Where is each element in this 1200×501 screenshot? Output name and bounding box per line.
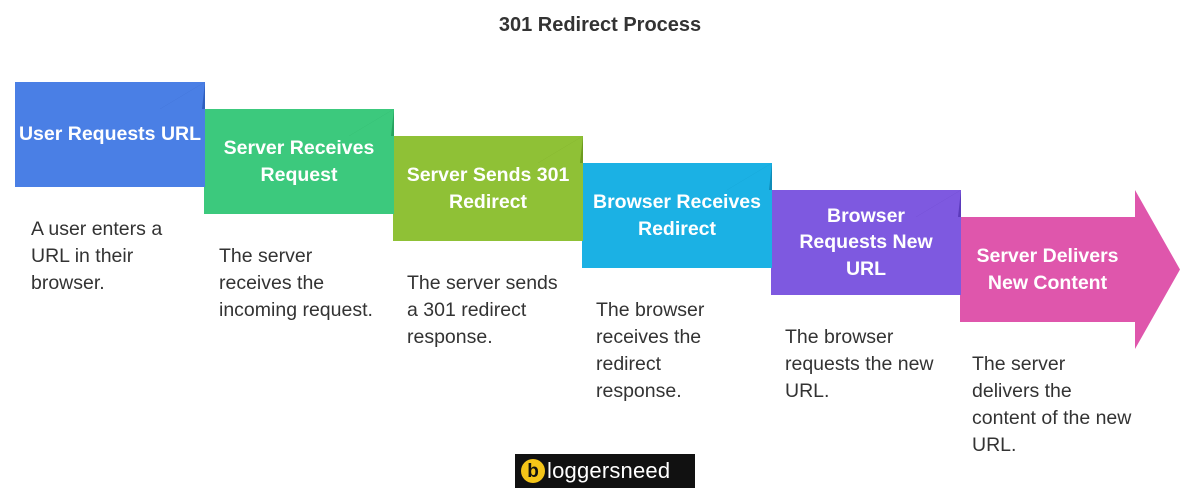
step-5-shape <box>771 190 961 295</box>
bloggersneed-logo: b loggersneed <box>515 454 695 488</box>
step-6-shape <box>960 190 1180 349</box>
step-6-description: The server delivers the content of the n… <box>972 353 1132 457</box>
step-1-fold-edge <box>160 82 205 109</box>
step-3-shape <box>393 136 583 241</box>
step-2-title: Server Receives Request <box>223 136 375 186</box>
step-1-title: User Requests URL <box>18 123 202 146</box>
step-1-description: A user enters a URL in their browser. <box>31 218 163 295</box>
step-5-box <box>771 190 961 295</box>
step-3-description: The server sends a 301 redirect response… <box>407 272 558 349</box>
step-5-title: Browser Requests New URL <box>799 204 933 280</box>
logo-b-icon: b <box>521 459 545 483</box>
logo-text: loggersneed <box>547 458 671 483</box>
step-4-box <box>582 163 772 268</box>
step-2-shape <box>204 109 394 214</box>
step-2-fold-edge <box>349 109 394 136</box>
step-5-fold-edge <box>916 190 961 217</box>
step-4-title: Browser Receives Redirect <box>592 190 762 240</box>
step-4-description: The browser receives the redirect respon… <box>596 299 705 403</box>
step-4-shape <box>582 163 772 268</box>
step-1-shape <box>15 82 205 187</box>
step-3-title: Server Sends 301 Redirect <box>406 163 570 213</box>
step-5-description: The browser requests the new URL. <box>785 326 934 403</box>
step-4-fold-edge <box>727 163 772 190</box>
step-6-title: Server Delivers New Content <box>976 244 1119 294</box>
step-2-description: The server receives the incoming request… <box>219 245 373 322</box>
step-3-fold-edge <box>538 136 583 163</box>
step-3-box <box>393 136 583 241</box>
step-6-box <box>960 190 1180 349</box>
step-2-box <box>204 109 394 214</box>
step-1-box <box>15 82 205 187</box>
diagram-title: 301 Redirect Process <box>498 14 702 36</box>
